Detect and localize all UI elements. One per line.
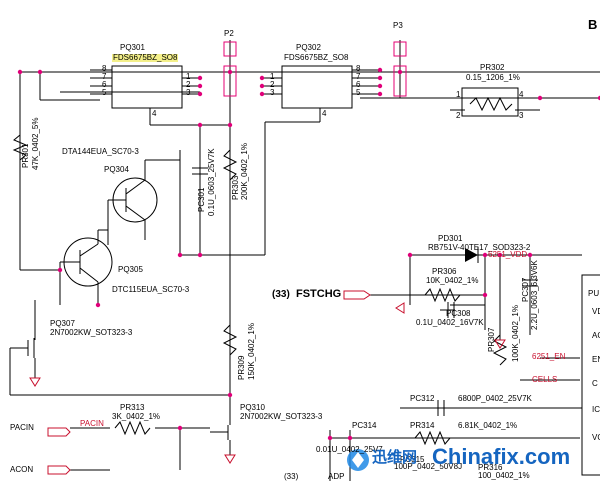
net-6251-vdd: 6251_VDD xyxy=(488,250,528,259)
pr307-value: 100K_0402_1% xyxy=(511,305,520,362)
pr302-pin4: 4 xyxy=(519,90,524,99)
pr309-ref: PR309 xyxy=(237,355,246,380)
pq310-part: 2N7002KW_SOT323-3 xyxy=(240,412,323,421)
port-b: B xyxy=(588,17,598,32)
pq301-pin8: 8 xyxy=(102,64,107,73)
pq302-pin4: 4 xyxy=(322,109,327,118)
pq302-pin8: 8 xyxy=(356,64,361,73)
pr302-value: 0.15_1206_1% xyxy=(466,73,520,82)
pd301-part: RB751V-40TE17_SOD323-2 xyxy=(428,243,531,252)
pr306-ref: PR306 xyxy=(432,267,457,276)
pd301-ref: PD301 xyxy=(438,234,463,243)
pacin-net: PACIN xyxy=(80,419,104,428)
pc312-value: 6800P_0402_25V7K xyxy=(458,394,532,403)
pc307-value: 2.2U_0603_6.3V6K xyxy=(530,260,539,330)
watermark-logo xyxy=(347,449,369,471)
pc307-ref: PC307 xyxy=(521,277,530,302)
pq307-part: 2N7002KW_SOT323-3 xyxy=(50,328,133,337)
pq301-pin4: 4 xyxy=(152,109,157,118)
pq302-ref: PQ302 xyxy=(296,43,321,52)
acon-label: ACON xyxy=(10,465,34,474)
pr314-ref: PR314 xyxy=(410,421,435,430)
pr313-value: 3K_0402_1% xyxy=(112,412,161,421)
pq304-part: DTA144EUA_SC70-3 xyxy=(62,147,139,156)
pr303-ref: PR303 xyxy=(231,175,240,200)
pc308-value: 0.1U_0402_16V7K xyxy=(416,318,484,327)
watermark-text: Chinafix.com xyxy=(432,444,571,469)
pr302-pin3: 3 xyxy=(519,111,524,120)
pq301-pin7: 7 xyxy=(102,72,107,81)
adp-net: ADP xyxy=(328,472,345,481)
pr301-value: 47K_0402_5% xyxy=(31,117,40,171)
pacin-label: PACIN xyxy=(10,423,34,432)
pq302-pin2: 2 xyxy=(270,80,275,89)
pr301-ref: PR301 xyxy=(21,143,30,168)
pc315-value: 100P_0402_50V8J xyxy=(394,462,463,471)
pr309-value: 150K_0402_1% xyxy=(247,323,256,380)
pq307-ref: PQ307 xyxy=(50,319,75,328)
port-p3: P3 xyxy=(393,21,403,30)
pr316-ref: PR316 xyxy=(478,463,503,472)
pr306-value: 10K_0402_1% xyxy=(426,276,479,285)
pr313-ref: PR313 xyxy=(120,403,145,412)
ic-ref: PU xyxy=(588,289,600,298)
pq301-pin1: 1 xyxy=(186,72,191,81)
pq301-ref: PQ301 xyxy=(120,43,145,52)
pc315-ref: PC315 xyxy=(400,455,425,464)
pq301-pin3: 3 xyxy=(186,88,191,97)
ic-pin-vc: VC xyxy=(592,433,600,442)
pr302-ref: PR302 xyxy=(480,63,505,72)
pc308-ref: PC308 xyxy=(446,309,471,318)
pr302-pin2: 2 xyxy=(456,111,461,120)
page-33-ref: (33) xyxy=(284,472,299,481)
pr303-value: 200K_0402_1% xyxy=(240,143,249,200)
pq302-pin1: 1 xyxy=(270,72,275,81)
ic-pin-vd: VD xyxy=(592,307,600,316)
pq301-pin6: 6 xyxy=(102,80,107,89)
pq305-part: DTC115EUA_SC70-3 xyxy=(112,285,190,294)
pq304-ref: PQ304 xyxy=(104,165,129,174)
pq310-ref: PQ310 xyxy=(240,403,265,412)
net-6251-en: 6251_EN xyxy=(532,352,566,361)
pq301-pin2: 2 xyxy=(186,80,191,89)
pq305-ref: PQ305 xyxy=(118,265,143,274)
pq302-part: FDS6675BZ_SO8 xyxy=(284,53,349,62)
pc301-ref: PC301 xyxy=(197,187,206,212)
port-p2: P2 xyxy=(224,29,234,38)
pq302-pin5: 5 xyxy=(356,88,361,97)
pc314-value: 0.01U_0402_25V7 xyxy=(316,445,383,454)
fstchg-label: FSTCHG xyxy=(296,288,342,300)
ic-pin-c: C xyxy=(592,379,598,388)
ic-pin-ac: AC xyxy=(592,331,600,340)
ic-pin-en: EN xyxy=(592,355,600,364)
pq302-pin7: 7 xyxy=(356,72,361,81)
pr307-ref: PR307 xyxy=(487,327,496,352)
pq302-pin6: 6 xyxy=(356,80,361,89)
pq302-pin3: 3 xyxy=(270,88,275,97)
pc301-value: 0.1U_0603_25V7K xyxy=(207,148,216,216)
watermark-cn: 迅维网 xyxy=(372,449,418,466)
pc314-ref: PC314 xyxy=(352,421,377,430)
pq301-part: FDS6675BZ_SO8 xyxy=(112,53,179,62)
pr314-value: 6.81K_0402_1% xyxy=(458,421,518,430)
ic-pin-ic: IC xyxy=(592,405,600,414)
fstchg-page: (33) xyxy=(272,289,290,300)
pc312-ref: PC312 xyxy=(410,394,435,403)
net-cells: CELLS xyxy=(532,375,558,384)
pr316-value: 100_0402_1% xyxy=(478,471,530,480)
pq301-pin5: 5 xyxy=(102,88,107,97)
pr302-pin1: 1 xyxy=(456,90,461,99)
